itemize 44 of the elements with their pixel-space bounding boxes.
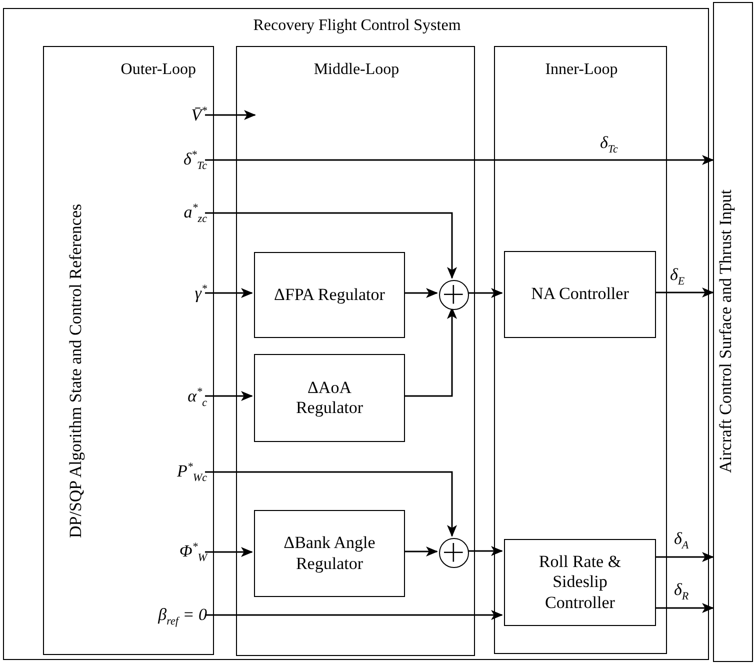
- block-box: [254, 510, 405, 597]
- panel-heading: Middle-Loop: [312, 61, 400, 79]
- arrow: [205, 391, 253, 401]
- panel-heading: Outer-Loop: [120, 61, 196, 79]
- arrow: [467, 288, 503, 298]
- signal-label: β$_{ref}$ = 0: [102, 606, 207, 628]
- arrow: [205, 471, 457, 537]
- block-label: Roll Rate & Sideslip Controller: [538, 552, 622, 614]
- block-box: [254, 252, 405, 338]
- edge-label: δ$_{A}$: [672, 530, 691, 552]
- arrow: [205, 212, 457, 279]
- arrow: [205, 110, 256, 120]
- block-label: NA Controller: [530, 284, 630, 305]
- panel-heading: Recovery Flight Control System: [252, 17, 462, 35]
- arrow: [403, 307, 457, 397]
- arrow: [205, 610, 503, 620]
- panel-heading: Inner-Loop: [544, 61, 619, 79]
- loop-panel: [713, 2, 753, 662]
- arrow: [205, 155, 714, 165]
- arrow: [403, 288, 438, 298]
- arrow: [205, 547, 253, 557]
- edge-label: δ$_{Tc}$: [598, 134, 620, 156]
- block-label: ΔFPA Regulator: [273, 284, 386, 306]
- loop-panel: [236, 46, 475, 656]
- loop-panel: [3, 8, 709, 660]
- vertical-heading: Aircraft Control Surface and Thrust Input: [716, 188, 736, 475]
- arrow: [654, 603, 714, 613]
- arrow: [654, 288, 714, 298]
- signal-label: γ$^{*}$: [142, 284, 207, 306]
- arrow: [467, 546, 503, 556]
- vertical-heading: DP/SQP Algorithm State and Control References: [66, 202, 86, 540]
- loop-panel: [43, 46, 214, 655]
- signal-label: V̄$^{*}$: [142, 106, 207, 128]
- block-box: [504, 251, 656, 338]
- block-box: [254, 354, 405, 442]
- block-label: ΔAoA Regulator: [294, 378, 364, 418]
- arrow: [403, 546, 438, 556]
- block-label: ΔBank Angle Regulator: [282, 533, 376, 574]
- loop-panel: [494, 46, 667, 654]
- block-box: [504, 539, 656, 626]
- arrow: [205, 288, 253, 298]
- edge-label: δ$_{R}$: [672, 581, 691, 602]
- arrow: [654, 552, 714, 562]
- edge-label: δ$_{E}$: [668, 266, 687, 287]
